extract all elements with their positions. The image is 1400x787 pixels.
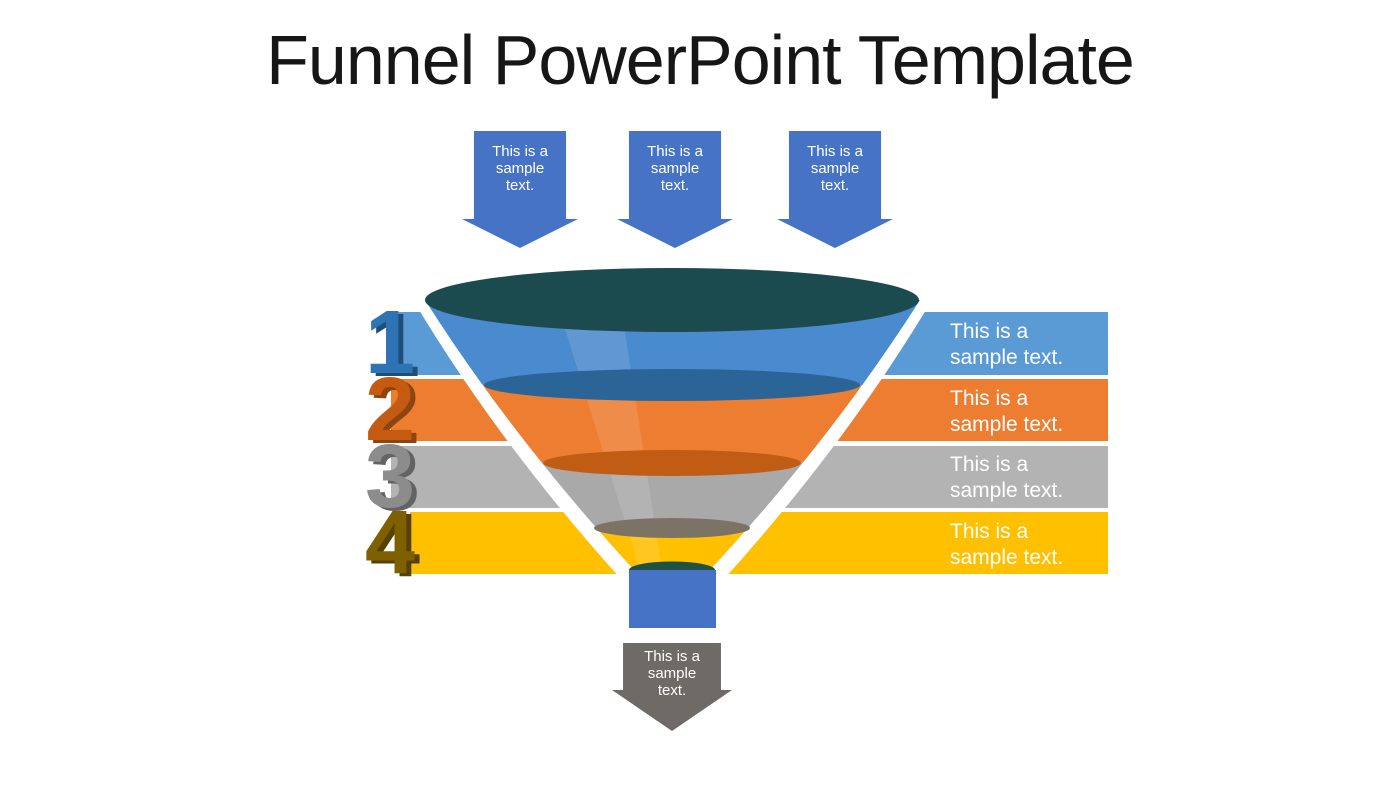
funnel-rim-2	[543, 450, 801, 476]
spout	[629, 570, 716, 628]
stage-number-3: 3	[364, 427, 416, 527]
funnel-gap-left	[409, 285, 635, 580]
stage-bar-1-label: This is a sample text.	[950, 320, 1064, 369]
top-arrow-1-label: This is a sample text.	[492, 143, 548, 194]
top-arrow-3-label: This is a sample text.	[807, 143, 863, 194]
funnel-rim-3	[594, 518, 750, 538]
stage-number-1: 1	[364, 293, 416, 393]
slide-title: Funnel PowerPoint Template	[266, 21, 1135, 99]
top-arrow-1: This is a sample text.	[462, 131, 578, 248]
stage-number-4: 4	[364, 493, 416, 593]
bottom-arrow-label: This is a sample text.	[644, 648, 700, 699]
stage-bar-3-label: This is a sample text.	[950, 453, 1064, 502]
top-arrow-2: This is a sample text.	[617, 131, 733, 248]
top-arrow-2-label: This is a sample text.	[647, 143, 703, 194]
funnel-rim-1	[484, 369, 860, 401]
funnel-mouth	[425, 268, 919, 332]
stage-bar-4-label: This is a sample text.	[950, 520, 1064, 569]
top-arrow-3: This is a sample text.	[777, 131, 893, 248]
stage-number-2: 2	[364, 360, 416, 460]
funnel-sheen	[556, 300, 662, 570]
stage-bar-2-label: This is a sample text.	[950, 387, 1064, 436]
funnel-gap-right	[710, 285, 936, 580]
